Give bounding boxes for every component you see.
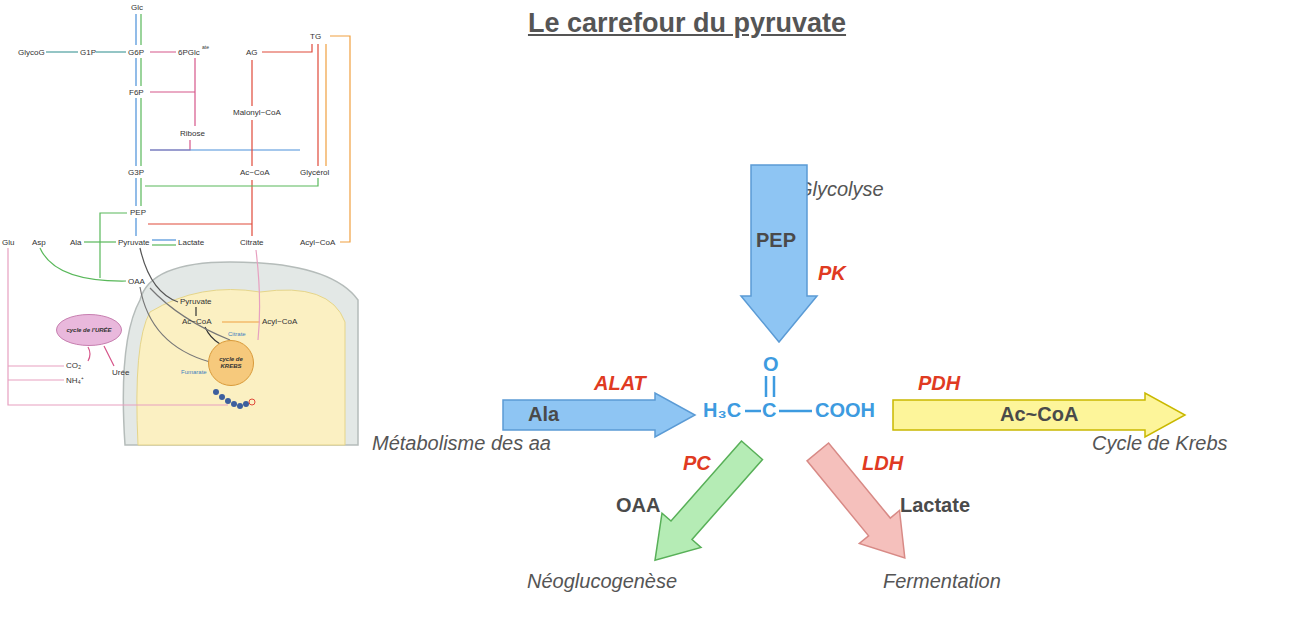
cycle-name: cycle de l'URÉE — [62, 327, 116, 334]
metabolite: Fumarate — [181, 369, 207, 376]
metabolite: Asp — [32, 238, 46, 247]
metabolite: 6PGlc — [178, 48, 200, 57]
metabolite: Ribose — [180, 129, 205, 138]
metabolite: OAA — [128, 277, 145, 286]
metabolite: Citrate — [228, 331, 246, 338]
node-outline — [807, 443, 905, 558]
metabolite-name: Ala — [528, 403, 559, 426]
metabolite: G1P — [80, 48, 96, 57]
metabolite-name: OAA — [616, 494, 660, 517]
enzyme-name: ALAT — [594, 372, 646, 395]
metabolite: Urée — [112, 368, 129, 377]
superscript: ate — [202, 45, 209, 51]
krebs-cycle-circle: cycle de KREBS — [208, 340, 254, 386]
metabolite: PEP — [130, 208, 146, 217]
pc-arrow: OAA — [655, 441, 763, 560]
node-outline — [655, 441, 763, 560]
metabolite: G3P — [128, 168, 144, 177]
enzyme-name: LDH — [862, 452, 903, 475]
enzyme-name: PK — [818, 262, 846, 285]
pdh-arrow: Ac~CoA — [893, 393, 1185, 437]
pathway-name: Fermentation — [883, 570, 1001, 593]
alanine-arrow: Ala — [503, 393, 695, 437]
pathway-name: Néoglucogenèse — [527, 570, 677, 593]
metabolite: Ac~CoA — [240, 168, 270, 177]
metabolite: Citrate — [240, 238, 264, 247]
metabolite: AG — [246, 48, 258, 57]
diagram-title: Le carrefour du pyruvate — [437, 8, 937, 39]
metabolite: Malonyl~CoA — [233, 108, 281, 117]
metabolite: Glu — [2, 238, 14, 247]
metabolite: Glc — [131, 3, 143, 12]
metabolite: Lactate — [178, 238, 204, 247]
atom-group: H₃C — [703, 399, 741, 422]
metabolite: Acyl~CoA — [300, 238, 335, 247]
pathway-name: Cycle de Krebs — [1092, 432, 1228, 455]
metabolite: Acyl~CoA — [262, 317, 297, 326]
atom-symbol: C — [762, 399, 776, 422]
metabolite: G6P — [128, 48, 144, 57]
atom-symbol: O — [763, 353, 779, 376]
metabolite: Ac~CoA — [182, 317, 212, 326]
glycolysis-arrow: PEP — [741, 165, 817, 342]
metabolite: Glycérol — [300, 168, 329, 177]
cycle-name: cycle de KREBS — [214, 356, 248, 369]
metabolite: CO₂ — [66, 361, 81, 370]
node-outline — [741, 165, 817, 342]
metabolite-name: Ac~CoA — [1000, 403, 1078, 426]
metabolite: TG — [310, 32, 321, 41]
metabolite-name: PEP — [756, 229, 796, 252]
urea-cycle-ellipse: cycle de l'URÉE — [56, 314, 122, 346]
metabolite: F6P — [129, 88, 144, 97]
pathway-name: Glycolyse — [797, 178, 884, 201]
metabolite-name: Lactate — [900, 494, 970, 517]
metabolite: Pyruvate — [180, 297, 212, 306]
atom-group: COOH — [815, 399, 875, 422]
metabolite: NH₄⁺ — [66, 376, 84, 385]
enzyme-name: PDH — [918, 372, 960, 395]
metabolite: Ala — [70, 238, 82, 247]
metabolite: GlycoG — [18, 48, 45, 57]
ldh-arrow: Lactate — [807, 443, 905, 558]
metabolite: Pyruvate — [118, 238, 150, 247]
enzyme-name: PC — [683, 452, 711, 475]
pathway-name: Métabolisme des aa — [372, 432, 551, 455]
